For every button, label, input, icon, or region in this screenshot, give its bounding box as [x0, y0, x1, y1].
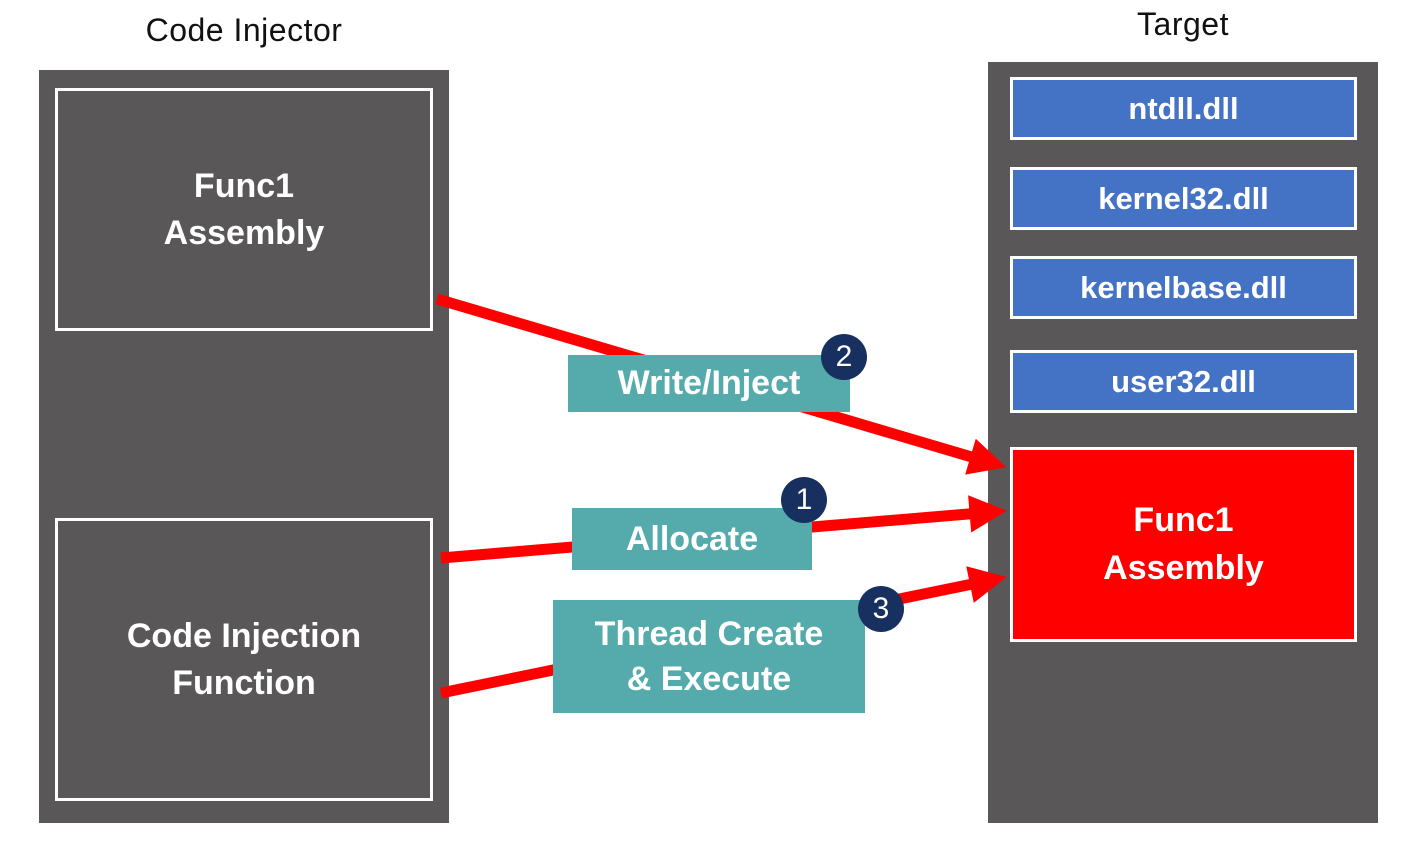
dll-box-kernelbase: kernelbase.dll [1010, 256, 1357, 319]
action-label-allocate: Allocate [572, 508, 812, 570]
step-badge-2-write-inject: 2 [821, 334, 867, 380]
dll-box-ntdll: ntdll.dll [1010, 77, 1357, 140]
injected-func1-assembly-box: Func1 Assembly [1010, 447, 1357, 642]
func1-assembly-source-box: Func1 Assembly [55, 88, 433, 331]
dll-box-user32: user32.dll [1010, 350, 1357, 413]
dll-box-kernel32: kernel32.dll [1010, 167, 1357, 230]
action-label-write-inject: Write/Inject [568, 355, 850, 412]
step-badge-1-allocate: 1 [781, 477, 827, 523]
action-label-thread-create-execute: Thread Create & Execute [553, 600, 865, 713]
code-injector-title: Code Injector [145, 12, 343, 48]
code-injector-panel [39, 70, 449, 823]
step-badge-3-thread-create-execute: 3 [858, 586, 904, 632]
target-title: Target [1137, 6, 1229, 42]
code-injection-function-box: Code Injection Function [55, 518, 433, 801]
